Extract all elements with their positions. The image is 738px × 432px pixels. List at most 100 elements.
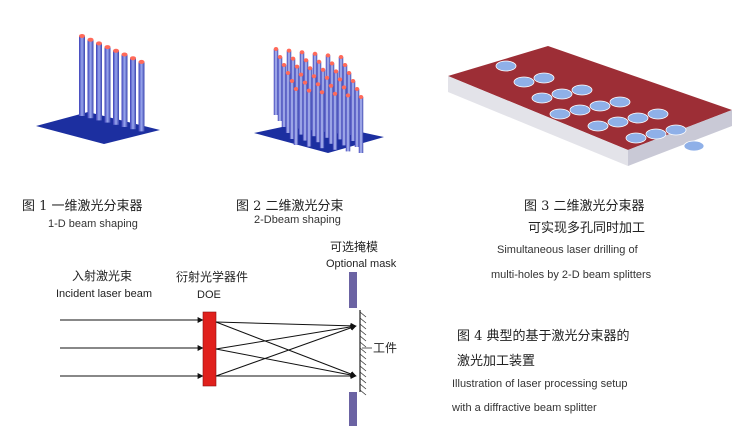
beam-spike-tip xyxy=(303,58,309,63)
beam-spike-tip xyxy=(299,50,305,55)
beam-spike xyxy=(79,36,85,116)
drilled-hole xyxy=(531,92,553,104)
beam-spike-tip xyxy=(130,56,136,61)
beam-spike-tip xyxy=(293,87,299,91)
beam-spike-tip xyxy=(329,61,335,66)
beam-spike-tip xyxy=(281,63,287,67)
fig1-beam-plot xyxy=(36,34,160,144)
beam-spike xyxy=(121,54,128,127)
drilled-hole xyxy=(627,112,649,124)
beam-spike-tip xyxy=(307,66,313,71)
drilled-hole xyxy=(665,124,687,136)
beam-spike-tip xyxy=(286,48,292,53)
beam-spike-tip xyxy=(306,88,312,93)
beam-spike xyxy=(277,57,283,121)
doe-element xyxy=(202,311,217,387)
workpiece-hatch xyxy=(359,317,367,324)
drilled-hole xyxy=(571,84,593,96)
incident-label-zh: 入射激光束 xyxy=(72,269,133,283)
beam-spike-tip xyxy=(324,75,330,80)
beam-spike xyxy=(87,39,94,119)
beam-spike xyxy=(311,76,317,137)
beam-spike-tip xyxy=(346,71,352,75)
beam-spike-tip xyxy=(79,34,85,38)
beam-spike-tip xyxy=(345,93,351,98)
beam-spike-tip xyxy=(294,64,300,69)
drilled-hole xyxy=(549,108,571,120)
beam-spike xyxy=(306,90,312,147)
fig3-caption-zh-1: 图 3 二维激光分束器 xyxy=(524,199,645,214)
fig4-caption-zh-2: 激光加工装置 xyxy=(457,354,536,369)
beam-spike-tip xyxy=(325,53,331,58)
workpiece-hatch xyxy=(359,377,367,384)
optional-mask xyxy=(349,272,357,308)
doe-label-zh: 衍射光学器件 xyxy=(176,270,249,284)
drilled-hole xyxy=(513,76,535,88)
beam-spike-tip xyxy=(341,85,347,90)
beam-spike xyxy=(358,97,364,153)
workpiece-hatch xyxy=(359,329,367,336)
beam-spike xyxy=(96,43,102,121)
optional-mask xyxy=(349,392,357,426)
beam-spike xyxy=(315,84,321,143)
fig1-caption-zh: 图 1 一维激光分束器 xyxy=(22,199,143,214)
fig4-setup-diagram xyxy=(60,272,372,426)
beam-spike xyxy=(354,89,360,147)
beam-spike-tip xyxy=(138,59,145,64)
beam-spike-tip xyxy=(312,51,318,56)
beam-spike-tip xyxy=(328,83,334,88)
beam-spike-tip xyxy=(277,55,283,59)
fig2-caption-zh: 图 2 二维激光分束 xyxy=(236,199,344,214)
beam-spike-tip xyxy=(354,87,360,91)
drilled-hole xyxy=(683,140,705,152)
drilled-hole xyxy=(495,60,517,72)
beam-spike-tip xyxy=(358,95,364,99)
beam-spike xyxy=(298,74,304,135)
beam-spike xyxy=(337,79,343,140)
beam-spike-tip xyxy=(298,72,304,77)
drilled-hole xyxy=(607,116,629,128)
beam-spike-tip xyxy=(320,67,326,72)
beam-spike-tip xyxy=(350,79,356,83)
drilled-hole xyxy=(551,88,573,100)
beam-spike-tip xyxy=(285,71,291,75)
drilled-hole xyxy=(569,104,591,116)
beam-spike xyxy=(332,93,338,150)
beam-spike-tip xyxy=(113,48,119,53)
beam-spike xyxy=(293,89,299,145)
workpiece-hatch xyxy=(359,323,367,330)
workpiece-label-zh: 工件 xyxy=(373,341,398,355)
drilled-hole xyxy=(625,132,647,144)
drilled-hole xyxy=(589,100,611,112)
beam-spike-tip xyxy=(96,41,102,46)
beam-spike xyxy=(345,95,351,152)
beam-spike xyxy=(285,73,291,133)
drilled-hole xyxy=(645,128,667,140)
drilled-hole xyxy=(587,120,609,132)
workpiece-hatch xyxy=(359,389,367,396)
beam-spike xyxy=(113,50,119,125)
fig3-caption-zh-2: 可实现多孔同时加工 xyxy=(528,221,646,236)
workpiece-hatch xyxy=(359,383,367,390)
beam-spike xyxy=(328,85,334,144)
drilled-hole xyxy=(609,96,631,108)
beam-spike-tip xyxy=(311,74,317,79)
drilled-hole xyxy=(647,108,669,120)
beam-spike xyxy=(319,92,325,149)
beam-spike-tip xyxy=(273,47,279,51)
fig3-drilled-workpiece xyxy=(448,46,732,166)
beam-spike-tip xyxy=(316,59,322,64)
beam-spike xyxy=(281,65,287,127)
beam-spike-tip xyxy=(121,52,128,57)
fig4-caption-en-1: Illustration of laser processing setup xyxy=(452,378,628,390)
workpiece-hatch xyxy=(359,365,367,372)
beam-spike-tip xyxy=(319,90,325,95)
workpiece-hatch xyxy=(359,311,367,318)
fig3-caption-en-2: multi-holes by 2-D beam splitters xyxy=(491,269,652,281)
drilled-hole xyxy=(533,72,555,84)
beam-spike-tip xyxy=(87,37,94,42)
workpiece-hatch xyxy=(359,347,367,354)
beam-spike xyxy=(341,87,347,146)
beam-spike-tip xyxy=(289,79,295,83)
fig4-caption-en-2: with a diffractive beam splitter xyxy=(452,402,597,414)
